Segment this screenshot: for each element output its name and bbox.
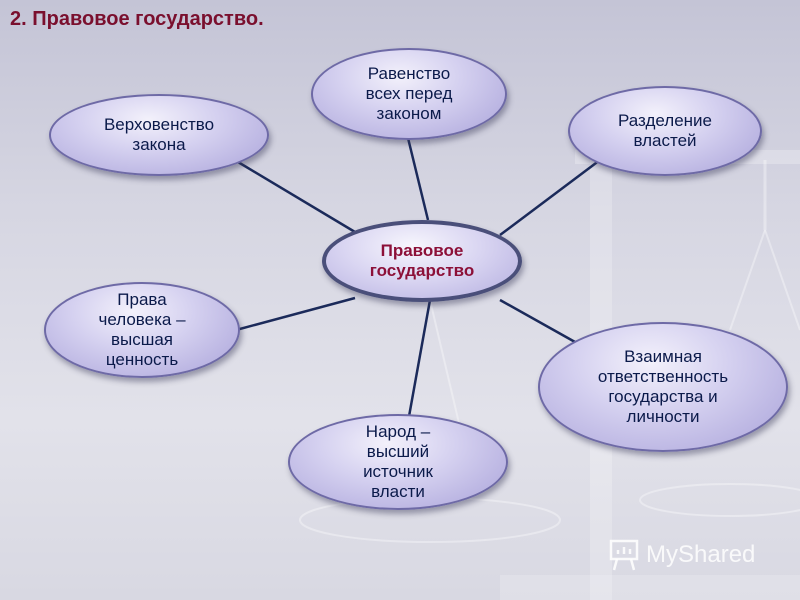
myshared-watermark: MyShared [608, 538, 755, 572]
presentation-board-icon [609, 539, 639, 571]
node-text-line: закона [132, 135, 186, 154]
connector-equality [406, 137, 430, 221]
node-equality-before-law: Равенство всех перед законом [311, 48, 507, 140]
node-human-rights-highest-value: Права человека – высшая ценность [44, 282, 240, 378]
node-text-line: государства и [608, 387, 718, 406]
node-text-line: ответственность [597, 367, 729, 386]
connector-people [406, 299, 432, 423]
watermark-text: MyShared [646, 541, 756, 568]
center-line-2: государство [369, 261, 475, 280]
center-line-1: Правовое [380, 241, 464, 260]
node-text-line: ценность [105, 350, 179, 369]
node-separation-of-powers: Разделение властей [568, 86, 762, 176]
slide-title: 2. Правовое государство. [10, 8, 264, 30]
node-text-line: высшая [110, 330, 174, 349]
node-text-line: властей [633, 131, 697, 150]
node-text-line: высший [366, 442, 430, 461]
node-people-source-of-power: Народ – высший источник власти [288, 414, 508, 510]
node-supremacy-of-law: Верховенство закона [49, 94, 269, 176]
node-mutual-responsibility: Взаимная ответственность государства и л… [538, 322, 788, 452]
connector-mutual [499, 298, 576, 344]
center-node-rule-of-law-state: Правовое государство [322, 220, 522, 302]
node-text-line: законом [376, 104, 442, 123]
node-text-line: источник [363, 462, 433, 481]
node-text-line: Разделение [618, 111, 712, 130]
node-text-line: власти [371, 482, 425, 501]
node-text-line: Верховенство [103, 115, 215, 134]
node-text-line: человека – [98, 310, 186, 329]
node-text-line: Взаимная [624, 347, 702, 366]
connector-separation [499, 159, 601, 236]
connector-human-rights [235, 296, 356, 332]
node-text-line: Права [117, 290, 167, 309]
connector-supremacy [237, 160, 361, 237]
node-text-line: Народ – [365, 422, 431, 441]
node-text-line: личности [626, 407, 700, 426]
node-text-line: всех перед [365, 84, 453, 103]
node-text-line: Равенство [367, 64, 451, 83]
